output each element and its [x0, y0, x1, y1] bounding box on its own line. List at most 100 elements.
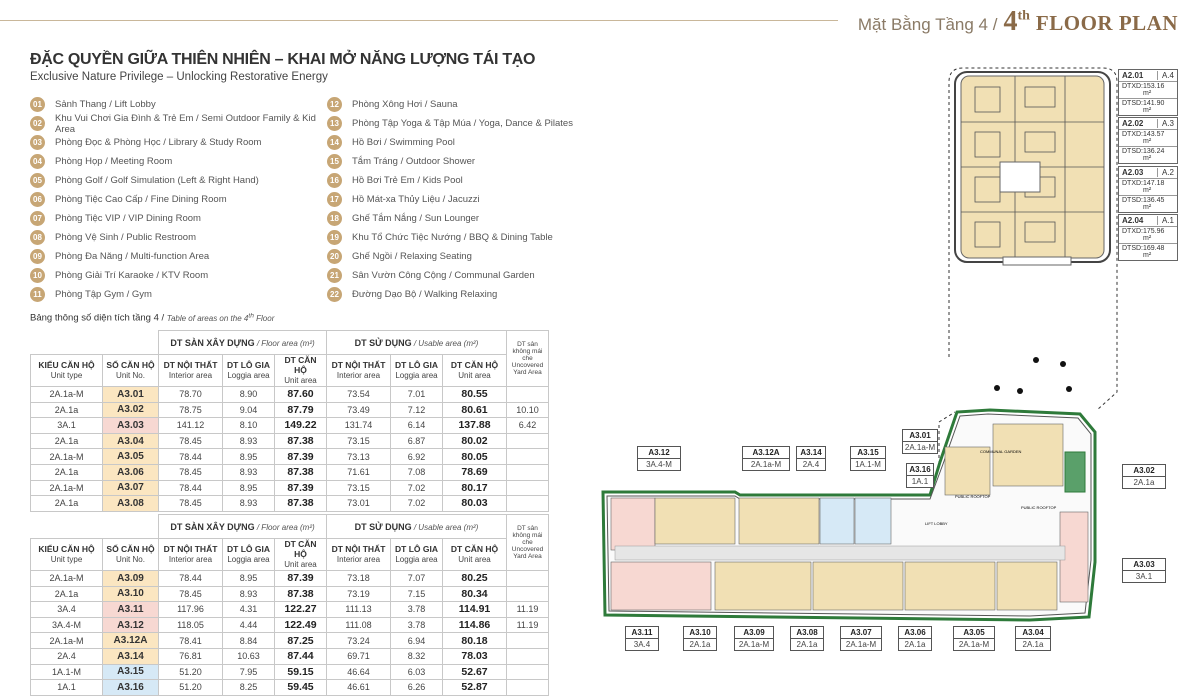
table-cell: 87.79: [274, 401, 327, 419]
table-cell: 117.96: [158, 601, 223, 618]
unit-number-cell: A3.04: [102, 432, 159, 450]
table-cell: 8.25: [222, 679, 275, 696]
table-cell: [506, 632, 549, 649]
table-cell: 7.01: [390, 386, 443, 403]
yard-header: DT sân không mái che Uncovered Yard Area: [506, 514, 549, 571]
table-cell: 87.39: [274, 570, 327, 587]
table-cell: 122.49: [274, 616, 327, 634]
table-cell: 73.18: [326, 570, 391, 587]
table-cell: 3A.1: [30, 417, 103, 434]
table-cell: 114.91: [442, 601, 507, 618]
table-cell: 6.03: [390, 663, 443, 681]
table-cell: 73.24: [326, 632, 391, 649]
table-cell: 80.02: [442, 432, 507, 450]
area-table-1: DT SÀN XÂY DỰNG / Floor area (m²)DT SỬ D…: [30, 330, 549, 512]
unit-label-type: 2A.1a-M: [958, 640, 990, 649]
unit-number-cell: A3.07: [102, 479, 159, 497]
legend-label: Hồ Bơi Trẻ Em / Kids Pool: [352, 175, 463, 186]
legend-number: 22: [327, 287, 342, 302]
table-cell: 8.84: [222, 632, 275, 649]
legend-number: 21: [327, 268, 342, 283]
legend-number: 03: [30, 135, 45, 150]
legend-label: Phòng Vệ Sinh / Public Restroom: [55, 232, 196, 243]
usable-area-group: DT SỬ DỤNG / Usable area (m²): [326, 330, 507, 355]
header-floor-plan: FLOOR PLAN: [1035, 11, 1178, 35]
table-cell: 73.01: [326, 495, 391, 512]
unit-label-type: 3A.4: [633, 640, 651, 649]
table-cell: 78.75: [158, 401, 223, 419]
table-cell: 2A.1a: [30, 463, 103, 481]
unit-number-cell: A3.12: [102, 616, 159, 634]
unit-number-cell: A3.03: [102, 417, 159, 434]
legend-label: Phòng Tập Gym / Gym: [55, 289, 152, 300]
table-cell: 2A.1a-M: [30, 479, 103, 497]
legend-number: 06: [30, 192, 45, 207]
table-cell: 87.39: [274, 448, 327, 465]
table-cell: 2A.4: [30, 647, 103, 665]
table-cell: 7.02: [390, 479, 443, 497]
unit-label-type: 2A.1a: [904, 640, 926, 649]
table-cell: 80.17: [442, 479, 507, 497]
table-cell: 46.64: [326, 663, 391, 681]
legend-number: 20: [327, 249, 342, 264]
legend-label: Phòng Đọc & Phòng Học / Library & Study …: [55, 137, 262, 148]
table-cell: 78.45: [158, 432, 223, 450]
header-floor-number: 4th: [1003, 6, 1030, 37]
table-cell: [506, 663, 549, 681]
legend-label: Hồ Mát-xa Thủy Liệu / Jacuzzi: [352, 194, 480, 205]
table-cell: 149.22: [274, 417, 327, 434]
unit-label-type: 2A.1a: [796, 640, 818, 649]
blank-cell: [30, 514, 159, 539]
unit-number-cell: A3.14: [102, 647, 159, 665]
unit-label-id: A3.04: [1016, 627, 1050, 639]
table-cell: 8.93: [222, 432, 275, 450]
table-cell: [506, 585, 549, 603]
unit-label-type: 3A.4-M: [646, 460, 672, 469]
unit-label-id: A3.02: [1123, 465, 1165, 477]
table-cell: 8.32: [390, 647, 443, 665]
table-cell: 73.54: [326, 386, 391, 403]
unit-number-cell: A3.02: [102, 401, 159, 419]
unit-label-id: A3.06: [899, 627, 931, 639]
table-cell: 69.71: [326, 647, 391, 665]
table-cell: 11.19: [506, 616, 549, 634]
table-cell: 7.07: [390, 570, 443, 587]
unit-number-cell: A3.09: [102, 570, 159, 587]
legend-label: Phòng Golf / Golf Simulation (Left & Rig…: [55, 175, 259, 186]
table-cell: 9.04: [222, 401, 275, 419]
table-cell: 2A.1a-M: [30, 386, 103, 403]
table-cell: 8.95: [222, 448, 275, 465]
table-cell: 118.05: [158, 616, 223, 634]
unit-label-id: A3.05: [954, 627, 994, 639]
table-cell: 73.19: [326, 585, 391, 603]
